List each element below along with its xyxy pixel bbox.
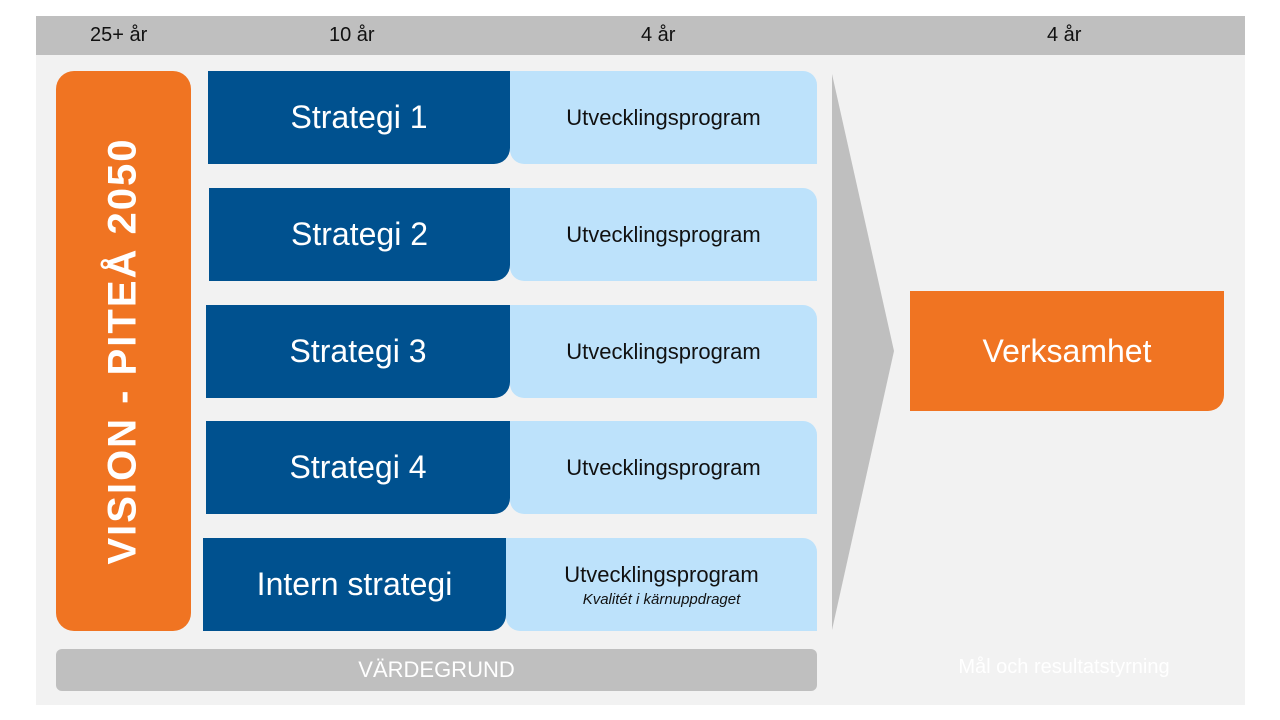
operations-box: Verksamhet xyxy=(910,291,1224,411)
program-4-label: Utvecklingsprogram xyxy=(566,454,761,480)
program-2-box: Utvecklingsprogram xyxy=(510,188,817,281)
program-internal-label: Utvecklingsprogram xyxy=(564,561,759,587)
timeline-label-operations: 4 år xyxy=(1047,24,1082,46)
strategy-4-box: Strategi 4 xyxy=(206,421,510,514)
program-3-box: Utvecklingsprogram xyxy=(510,305,817,398)
program-internal-sublabel: Kvalitét i kärnuppdraget xyxy=(582,590,741,608)
strategy-3-box: Strategi 3 xyxy=(206,305,510,398)
foundation-bar: VÄRDEGRUND xyxy=(56,649,817,691)
timeline-bar xyxy=(36,16,1245,55)
timeline-label-vision: 25+ år xyxy=(90,24,148,46)
timeline-label-strategy: 10 år xyxy=(329,24,375,46)
program-3-label: Utvecklingsprogram xyxy=(566,338,761,364)
strategy-1-box: Strategi 1 xyxy=(208,71,510,164)
governance-label: Mål och resultatstyrning xyxy=(958,656,1170,678)
arrow-chevron xyxy=(832,74,894,630)
program-1-label: Utvecklingsprogram xyxy=(566,104,761,130)
vision-box xyxy=(56,71,191,631)
program-1-box: Utvecklingsprogram xyxy=(510,71,817,164)
strategy-2-box: Strategi 2 xyxy=(209,188,510,281)
program-4-box: Utvecklingsprogram xyxy=(510,421,817,514)
timeline-label-program: 4 år xyxy=(641,24,676,46)
program-internal-box: Utvecklingsprogram Kvalitét i kärnuppdra… xyxy=(506,538,817,631)
strategy-internal-box: Intern strategi xyxy=(203,538,506,631)
program-2-label: Utvecklingsprogram xyxy=(566,221,761,247)
